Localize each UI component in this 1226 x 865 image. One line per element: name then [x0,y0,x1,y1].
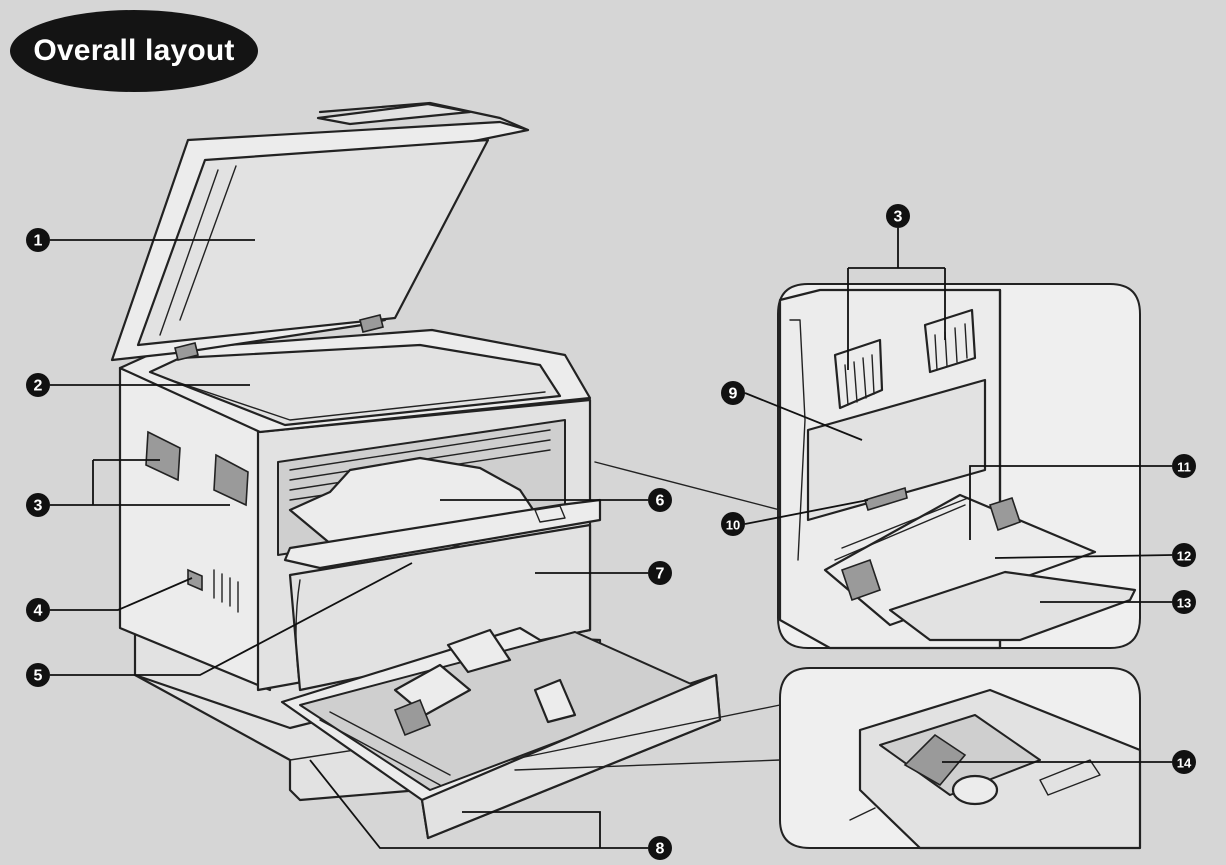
inset-handle-right [923,308,977,374]
callout-circle [1172,454,1196,478]
callout-3: 3 [26,493,50,517]
callout-4: 4 [26,598,50,622]
tray-lock-release-lever [903,733,967,787]
bypass-tray-guide-right [988,496,1022,532]
callout-circle [26,228,50,252]
callout-11: 11 [1172,454,1196,478]
callout-circle [648,488,672,512]
callout-number: 3 [34,498,43,515]
cover-hinge-right [359,314,384,333]
callout-circle [1172,543,1196,567]
section-title-pill: Overall layout [10,10,258,92]
callout-number: 9 [729,386,738,403]
callout-13: 13 [1172,590,1196,614]
callout-number: 13 [1177,596,1191,611]
tray-knob [951,774,999,806]
callout-circle [1172,590,1196,614]
bypass-tray-extension [888,570,1137,642]
callout-number: 7 [656,566,665,583]
inset-connector-side [594,461,781,511]
callout-number: 3 [894,209,903,226]
paper-tray-front [420,673,722,840]
callout-8: 8 [648,836,672,860]
callout-number: 11 [1177,460,1191,475]
leader-lines [50,228,1173,849]
callout-circle [26,373,50,397]
bypass-tray-guide-left [840,558,882,602]
original-cover-mat [136,138,490,347]
callout-circle [26,493,50,517]
callout-number: 10 [726,518,740,533]
callout-circle [886,204,910,228]
callout-circle [648,836,672,860]
side-vent [213,569,239,613]
side-cover [806,378,987,522]
tray-detail-inset [779,667,1142,850]
callout-10: 10 [721,512,745,536]
callout-number: 8 [656,841,665,858]
callout-1: 1 [26,228,50,252]
callout-9: 9 [721,381,745,405]
callout-number: 1 [34,233,43,250]
inset-connector-tray-lower [514,759,781,771]
callout-circle [1172,750,1196,774]
callout-number: 6 [656,493,665,510]
callout-12: 12 [1172,543,1196,567]
callout-circle [721,381,745,405]
callout-number: 12 [1177,549,1191,564]
callout-7: 7 [648,561,672,585]
callout-2: 2 [26,373,50,397]
inset-connector-tray-upper [509,704,781,761]
callout-circle [648,561,672,585]
callout-6: 6 [648,488,672,512]
callout-circle [26,663,50,687]
callout-14: 14 [1172,750,1196,774]
callout-number: 14 [1177,756,1192,771]
callout-number: 5 [34,668,43,685]
copier-illustration [110,101,722,840]
callout-3-inset: 3 [886,204,910,228]
callout-5: 5 [26,663,50,687]
callout-number: 2 [34,378,43,395]
section-title: Overall layout [33,34,235,67]
side-handle-upper [145,430,181,482]
bypass-tray [823,493,1097,627]
callout-circle [26,598,50,622]
callout-number: 4 [34,603,43,620]
side-handle-lower [213,453,249,507]
side-cover-handle [864,486,908,512]
cover-hinge-left [174,342,199,361]
callout-circle [721,512,745,536]
